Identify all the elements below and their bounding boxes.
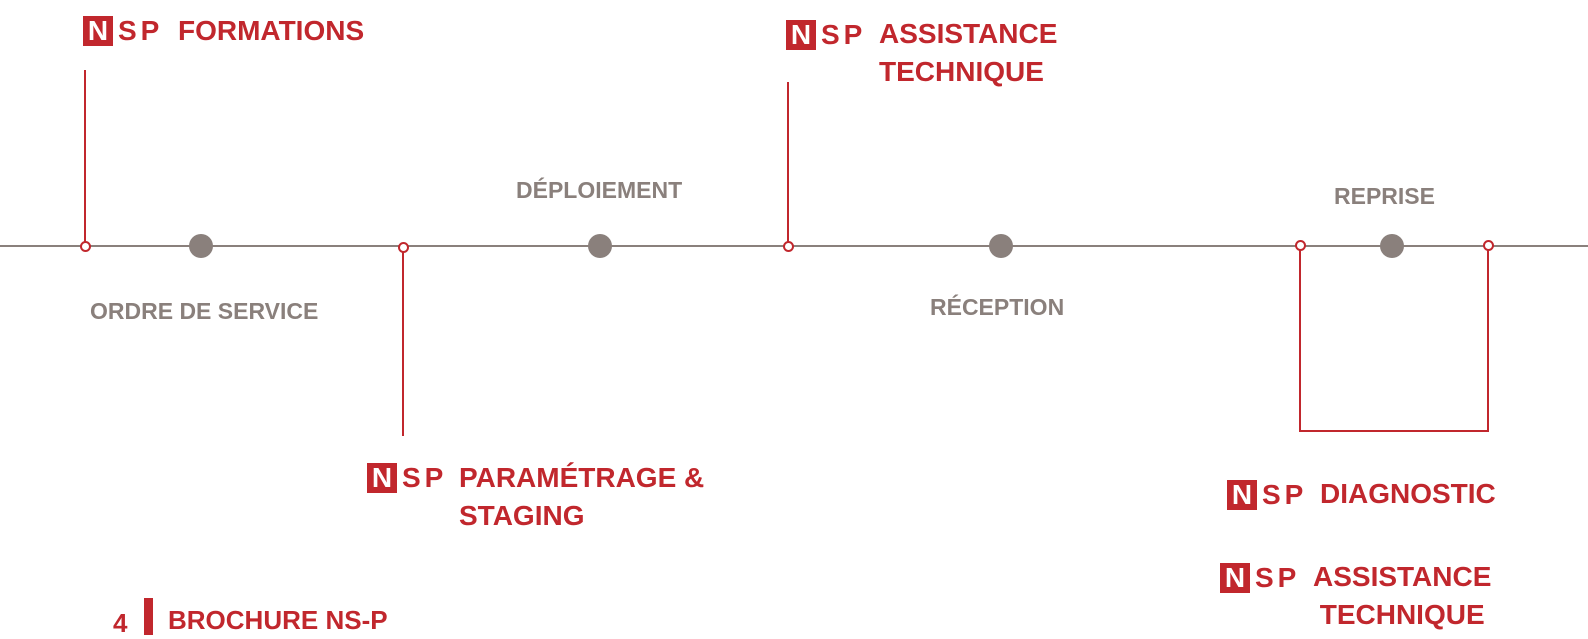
service-assistance-top-line1: ASSISTANCE — [879, 18, 1058, 49]
logo-n-mark: N — [786, 19, 816, 50]
connector-assistance-top — [787, 82, 789, 246]
page-number: 4 — [113, 608, 128, 638]
logo-n-mark: N — [1220, 562, 1250, 593]
service-assistance-top: ASSISTANCE TECHNIQUE — [879, 15, 1057, 91]
connector-diagnostic-left — [1299, 246, 1301, 432]
service-parametrage-line2: STAGING — [459, 500, 585, 531]
logo-n-mark: N — [83, 15, 113, 46]
footer-title: BROCHURE NS-P — [168, 605, 388, 635]
service-formations: FORMATIONS — [178, 15, 365, 46]
nsp-logo: N SP — [367, 461, 447, 495]
service-assistance-top-line2: TECHNIQUE — [879, 56, 1044, 87]
connector-diagnostic-bottom — [1299, 430, 1489, 432]
marker-assistance-top — [783, 241, 794, 252]
marker-diagnostic-right — [1483, 240, 1494, 251]
footer-accent-bar — [144, 598, 153, 635]
logo-n-mark: N — [367, 462, 397, 493]
phase-label-deploiement: DÉPLOIEMENT — [516, 177, 683, 203]
phase-label-ordre: ORDRE DE SERVICE — [90, 298, 319, 324]
service-parametrage: PARAMÉTRAGE & STAGING — [459, 459, 704, 535]
logo-sp-text: SP — [1262, 479, 1308, 510]
phase-label-reprise: REPRISE — [1334, 183, 1435, 209]
connector-parametrage — [402, 246, 404, 436]
nsp-logo: N SP — [786, 18, 866, 52]
timeline-axis — [0, 245, 1588, 247]
service-diagnostic: DIAGNOSTIC — [1320, 478, 1496, 509]
service-parametrage-line1: PARAMÉTRAGE & — [459, 462, 705, 493]
logo-sp-text: SP — [821, 19, 867, 50]
phase-dot-ordre — [189, 234, 213, 258]
connector-formations — [84, 70, 86, 246]
nsp-logo: N SP — [1227, 478, 1307, 512]
service-assistance-bottom-line2: TECHNIQUE — [1319, 599, 1485, 630]
logo-sp-text: SP — [402, 462, 448, 493]
service-assistance-bottom-line1: ASSISTANCE — [1313, 561, 1492, 592]
service-assistance-bottom: ASSISTANCE TECHNIQUE — [1313, 558, 1491, 634]
phase-dot-reprise — [1380, 234, 1404, 258]
phase-dot-reception — [989, 234, 1013, 258]
marker-diagnostic-left — [1295, 240, 1306, 251]
nsp-logo: N SP — [1220, 561, 1300, 595]
logo-sp-text: SP — [118, 15, 164, 46]
logo-sp-text: SP — [1255, 562, 1301, 593]
phase-label-reception: RÉCEPTION — [930, 294, 1065, 320]
connector-diagnostic-right — [1487, 246, 1489, 432]
marker-parametrage — [398, 242, 409, 253]
logo-n-mark: N — [1227, 479, 1257, 510]
phase-dot-deploiement — [588, 234, 612, 258]
nsp-logo: N SP — [83, 14, 163, 48]
marker-formations — [80, 241, 91, 252]
